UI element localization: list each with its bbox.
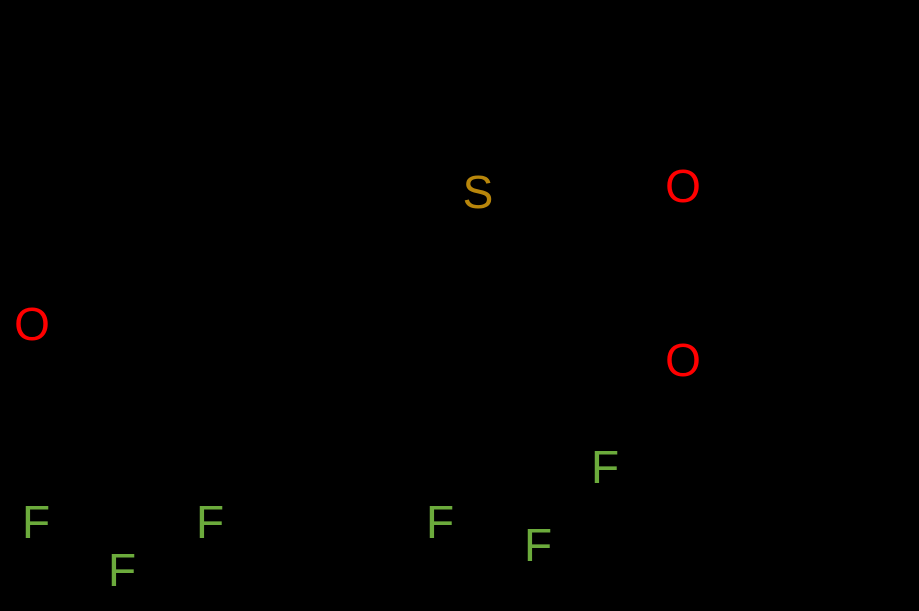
bond — [757, 377, 823, 418]
bond — [337, 337, 415, 383]
atom-label-f-f4: F — [425, 496, 455, 548]
bond-group — [57, 137, 823, 543]
atom-label-f-f5: F — [523, 519, 553, 571]
atom-label-f-f6: F — [590, 441, 620, 493]
bond — [192, 137, 265, 183]
bond — [542, 467, 555, 531]
bond — [475, 297, 548, 343]
atom-label-f-f1: F — [21, 496, 51, 548]
bond — [327, 137, 403, 183]
bond — [621, 209, 676, 306]
atom-label-s-s1: S — [462, 166, 494, 218]
bond — [259, 137, 333, 183]
bond — [127, 257, 198, 303]
bond — [542, 467, 603, 488]
atom-label-o-o1: O — [665, 160, 701, 212]
bond — [617, 297, 671, 348]
bond — [57, 292, 132, 317]
bond — [697, 372, 763, 418]
bond — [60, 301, 135, 326]
bond — [457, 467, 548, 508]
bond — [409, 297, 481, 343]
bond — [397, 137, 481, 178]
bond — [542, 297, 623, 343]
bond — [192, 337, 273, 383]
bond — [127, 467, 203, 508]
atom-label-o-o2: O — [665, 334, 701, 386]
bond — [121, 467, 133, 543]
bond — [57, 467, 133, 508]
atom-label-o-o3: O — [14, 298, 50, 350]
bond — [612, 204, 667, 301]
atom-label-f-f2: F — [195, 496, 225, 548]
bond — [267, 337, 343, 383]
atom-label-f-f3: F — [107, 544, 137, 596]
